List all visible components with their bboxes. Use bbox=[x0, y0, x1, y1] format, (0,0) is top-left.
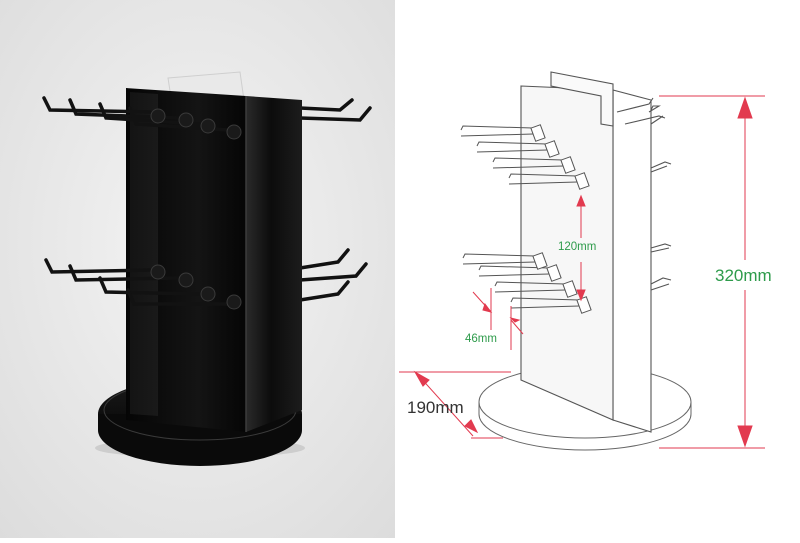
front-panel bbox=[126, 88, 246, 432]
hook-spacing-dimension bbox=[472, 288, 524, 350]
front-hooks-upper bbox=[42, 96, 230, 132]
row-spacing-dimension bbox=[576, 194, 586, 302]
hook-mounts-lower bbox=[150, 264, 242, 310]
hook-spacing-label: 46mm bbox=[465, 333, 497, 345]
drawing-back-hooks bbox=[616, 97, 672, 291]
row-spacing-label: 120mm bbox=[558, 241, 597, 253]
front-hooks-lower bbox=[44, 258, 230, 306]
back-hooks bbox=[298, 98, 372, 302]
product-photo-svg bbox=[0, 0, 395, 538]
hook-mounts-upper bbox=[150, 108, 242, 140]
height-dimension bbox=[659, 95, 765, 449]
dimension-drawing-svg bbox=[399, 71, 765, 451]
height-label: 320mm bbox=[715, 266, 772, 285]
dimension-drawing: 320mm 190mm 120mm 46mm bbox=[395, 0, 800, 538]
drawing-front-hooks-upper bbox=[460, 125, 578, 185]
front-reflection bbox=[130, 92, 158, 416]
base-dimension bbox=[399, 370, 511, 439]
drawing-hook-mounts-upper bbox=[530, 124, 590, 190]
drawing-front-hooks-lower bbox=[462, 253, 580, 309]
product-photo bbox=[0, 0, 395, 538]
side-panel bbox=[246, 96, 302, 432]
drawing-hook-mounts-lower bbox=[532, 252, 592, 314]
base-diameter-label: 190mm bbox=[407, 398, 464, 417]
drawing-body bbox=[520, 71, 652, 433]
